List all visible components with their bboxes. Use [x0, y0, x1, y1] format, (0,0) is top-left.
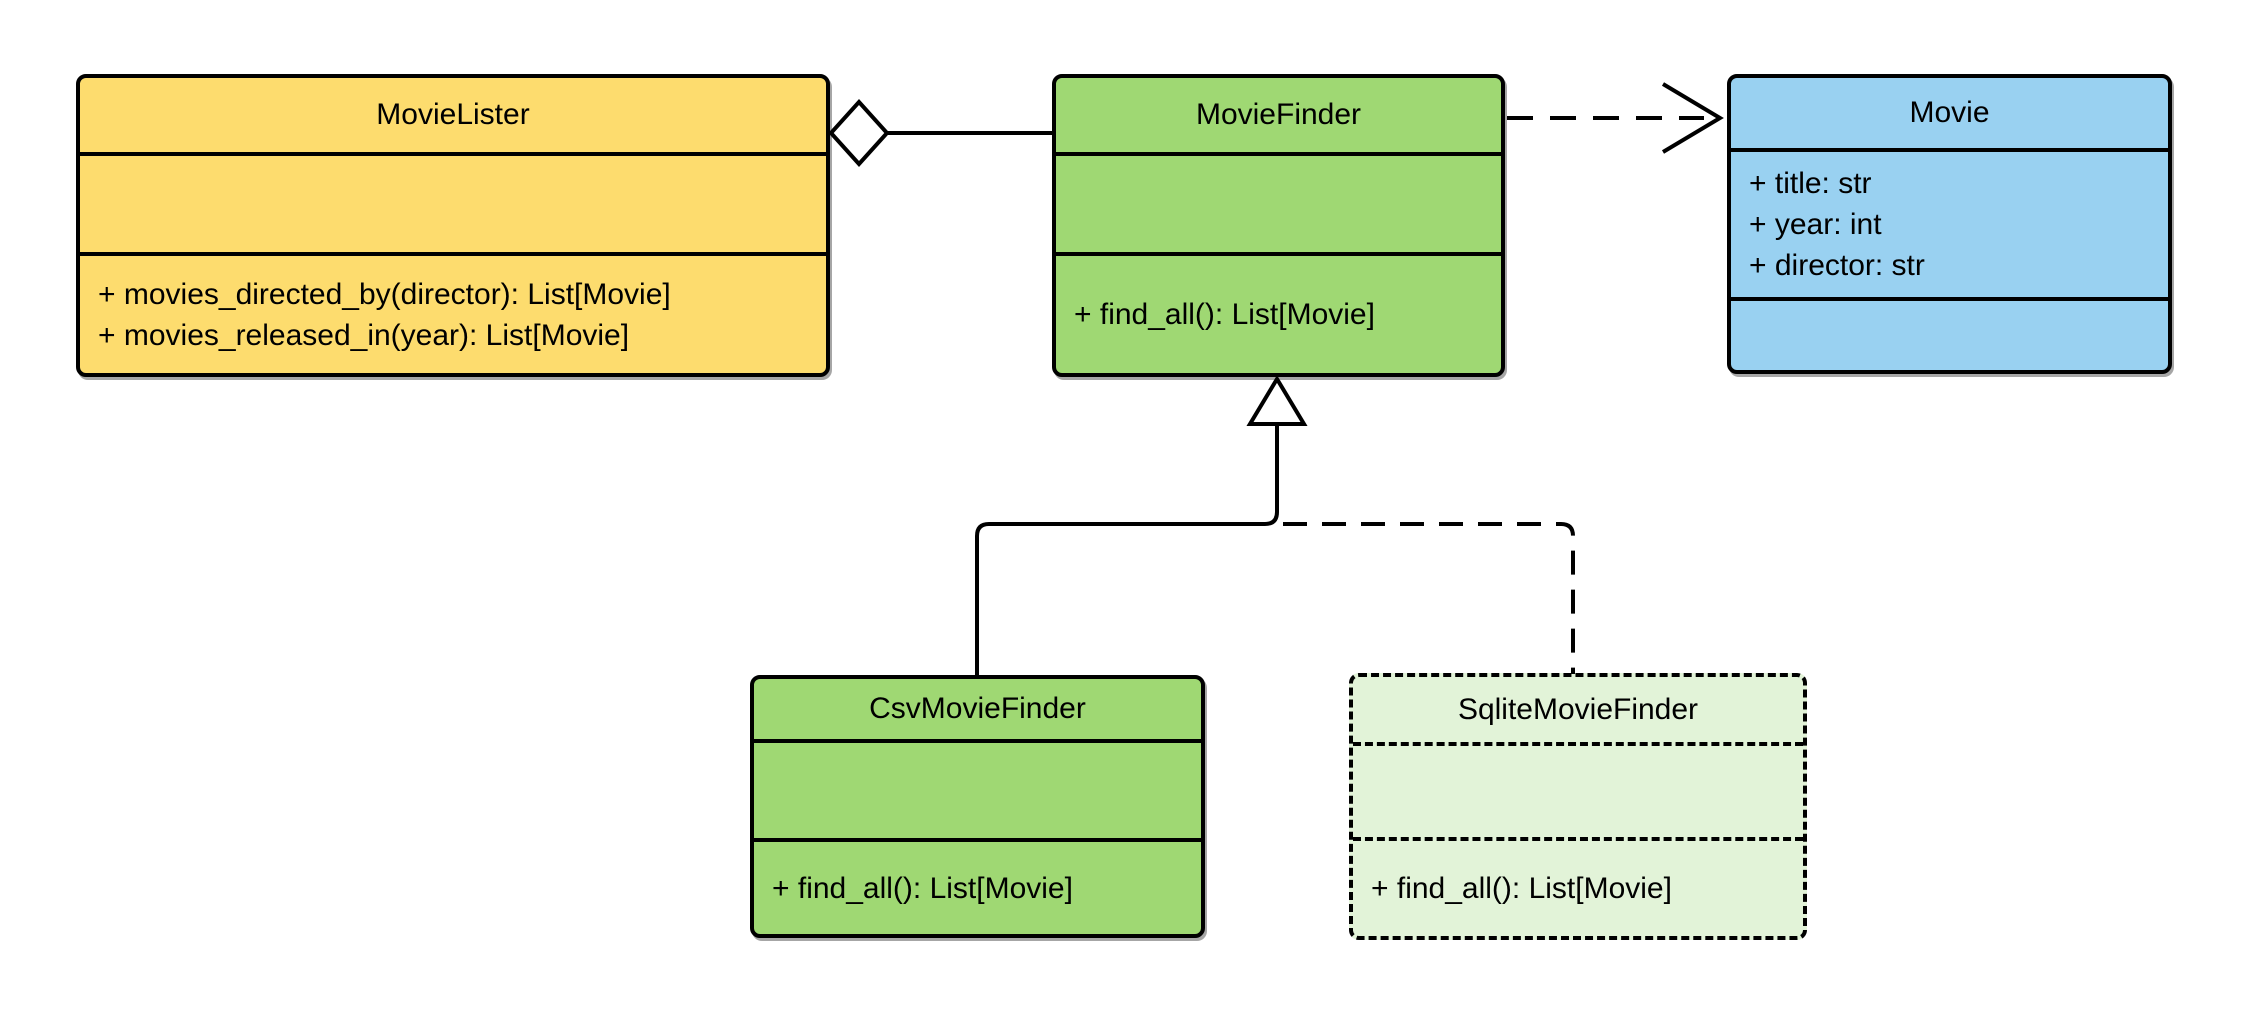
- methods-compartment-movielister: + movies_directed_by(director): List[Mov…: [80, 252, 826, 373]
- attribute-director: + director: str: [1749, 249, 1925, 282]
- class-box-csvmoviefinder: CsvMovieFinder + find_all(): List[Movie]: [750, 675, 1205, 938]
- hollow-triangle-marker: [1246, 375, 1308, 426]
- realization-edge-sqlitemoviefinder-moviefinder: [1283, 522, 1575, 674]
- hollow-diamond-marker: [828, 99, 890, 167]
- generalization-edge-csvmoviefinder-moviefinder: [975, 375, 1308, 676]
- class-name-sqlitemoviefinder: SqliteMovieFinder: [1457, 692, 1699, 726]
- class-name-csvmoviefinder: CsvMovieFinder: [869, 692, 1086, 725]
- realization-dashed-line: [1283, 522, 1575, 674]
- attribute-year: + year: int: [1749, 208, 1882, 241]
- methods-compartment-moviefinder: + find_all(): List[Movie]: [1056, 252, 1501, 373]
- attributes-compartment-moviefinder: [1056, 152, 1501, 252]
- class-name-moviefinder: MovieFinder: [1195, 98, 1362, 131]
- class-box-moviefinder: MovieFinder + find_all(): List[Movie]: [1052, 74, 1505, 377]
- attributes-compartment-movielister: [80, 152, 826, 252]
- methods-compartment-sqlitemoviefinder: + find_all(): List[Movie]: [1353, 837, 1803, 936]
- methods-compartment-csvmoviefinder: + find_all(): List[Movie]: [754, 838, 1201, 934]
- method-movies-directed-by: + movies_directed_by(director): List[Mov…: [98, 277, 671, 311]
- method-find-all-sqlitemoviefinder: + find_all(): List[Movie]: [1371, 872, 1672, 905]
- attributes-compartment-csvmoviefinder: [754, 739, 1201, 838]
- methods-compartment-movie: [1731, 297, 2168, 370]
- class-box-movie: Movie + title: str + year: int + directo…: [1727, 74, 2172, 374]
- generalization-line: [975, 424, 1279, 676]
- class-box-movielister: MovieLister + movies_directed_by(directo…: [76, 74, 830, 377]
- method-find-all-csvmoviefinder: + find_all(): List[Movie]: [772, 871, 1073, 905]
- aggregation-edge-movielister-moviefinder: [828, 99, 1056, 167]
- attributes-compartment-movie: + title: str + year: int + director: str: [1731, 148, 2168, 297]
- class-name-movielister: MovieLister: [376, 98, 530, 131]
- class-name-movie: Movie: [1909, 96, 1990, 129]
- attributes-compartment-sqlitemoviefinder: [1353, 742, 1803, 837]
- open-arrowhead-marker: [1661, 82, 1724, 154]
- dependency-edge-moviefinder-movie: [1507, 82, 1724, 154]
- attribute-title: + title: str: [1749, 167, 1872, 200]
- class-box-sqlitemoviefinder: SqliteMovieFinder + find_all(): List[Mov…: [1349, 673, 1807, 940]
- method-movies-released-in: + movies_released_in(year): List[Movie]: [98, 318, 630, 352]
- method-find-all-moviefinder: + find_all(): List[Movie]: [1074, 298, 1375, 331]
